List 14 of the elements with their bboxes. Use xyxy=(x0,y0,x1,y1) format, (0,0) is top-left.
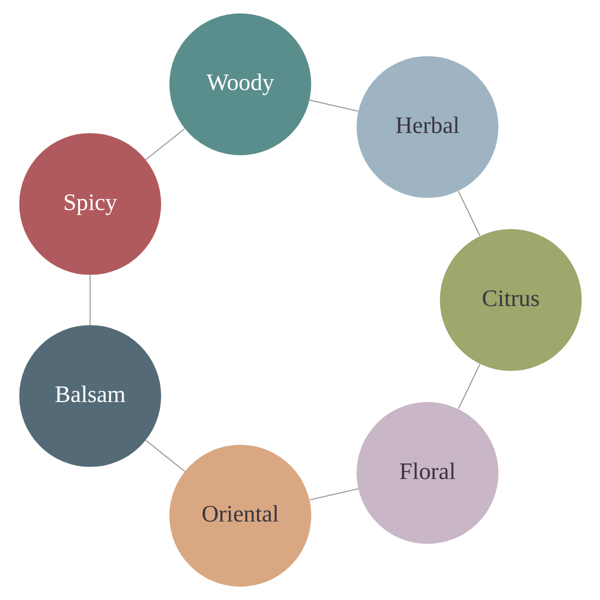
node-circle: Balsam xyxy=(18,325,161,467)
node-circle: Floral xyxy=(356,402,498,544)
node-circle: Herbal xyxy=(356,56,498,198)
node-circle: Woody xyxy=(168,13,311,156)
node-circle: Oriental xyxy=(168,444,311,587)
connector xyxy=(144,128,184,160)
node-circle: Citrus xyxy=(439,229,582,371)
connector xyxy=(309,488,358,500)
node-circle: Spicy xyxy=(18,133,161,275)
connector xyxy=(145,440,185,472)
connector xyxy=(457,190,480,236)
connector xyxy=(89,275,90,326)
connector xyxy=(457,364,480,409)
connector xyxy=(308,100,358,112)
